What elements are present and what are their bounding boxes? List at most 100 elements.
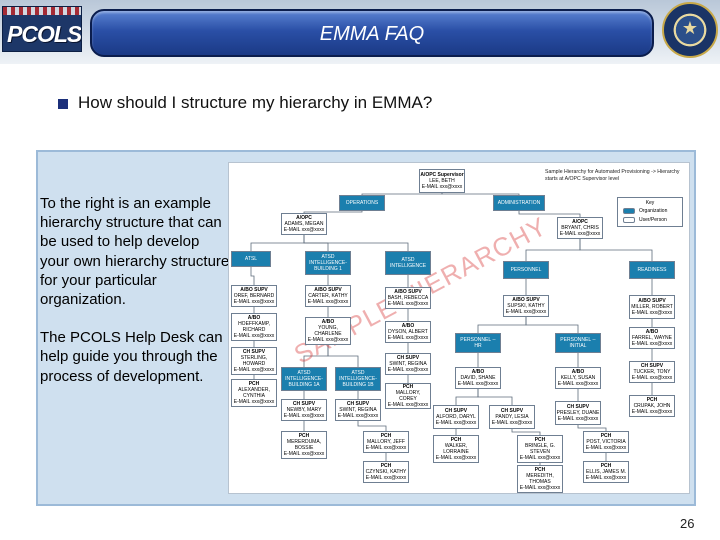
chart-connector-lines bbox=[250, 193, 653, 465]
node-text-line: PCH bbox=[450, 437, 462, 443]
node-text-line: E-MAIL xxx@xxxx bbox=[307, 337, 349, 343]
connector-line bbox=[477, 317, 527, 333]
node-text-line: PCH bbox=[646, 397, 658, 403]
key-person-swatch bbox=[623, 217, 635, 223]
node-text-line: E-MAIL xxx@xxxx bbox=[435, 420, 477, 426]
node-text-line: A/BO bbox=[645, 329, 659, 335]
node-text-line: A/BO SUPV bbox=[512, 297, 540, 303]
node-text-line: BUILDING 1 bbox=[314, 266, 342, 272]
node-text-line: MALLORY, bbox=[395, 390, 421, 396]
node-text-line: FARREL, WAYNE bbox=[631, 335, 672, 341]
node-text-line: CH SUPV bbox=[640, 363, 664, 369]
node-text-line: BOSSIE bbox=[294, 445, 314, 451]
connector-line bbox=[303, 235, 409, 251]
key-title: Key bbox=[645, 200, 655, 206]
node-text-line: SWINT, REGINA bbox=[389, 361, 427, 367]
connector-line bbox=[441, 193, 520, 195]
explanation-paragraph-2: The PCOLS Help Desk can help guide you t… bbox=[40, 329, 223, 385]
page-title: EMMA FAQ bbox=[319, 23, 425, 45]
node-text-line: CARTER, KATHY bbox=[308, 293, 348, 299]
node-text-line: E-MAIL xxx@xxxx bbox=[365, 475, 407, 481]
node-text-line: E-MAIL xxx@xxxx bbox=[519, 455, 561, 461]
node-text-line: E-MAIL xxx@xxxx bbox=[585, 475, 627, 481]
key-org-swatch bbox=[623, 208, 635, 214]
node-text-line: ATSD bbox=[321, 254, 335, 260]
node-text-line: A/OPC bbox=[572, 219, 588, 225]
node-text-line: E-MAIL xxx@xxxx bbox=[557, 381, 599, 387]
node-text-line: CRUPAK, JOHN bbox=[633, 403, 671, 409]
connector-line bbox=[303, 211, 363, 213]
node-text-line: SUPSKI, KATHY bbox=[507, 303, 545, 309]
chart-key: Key Organization User/Person bbox=[617, 197, 683, 227]
node-text-line: INTELLIGENCE- bbox=[285, 376, 323, 382]
node-text-line: STERLING, bbox=[240, 355, 268, 361]
node-text-line: E-MAIL xxx@xxxx bbox=[387, 367, 429, 373]
node-text-line: PANDY, LESIA bbox=[495, 414, 529, 420]
node-text-line: PCH bbox=[534, 437, 546, 443]
node-text-line: STEVEN bbox=[529, 449, 550, 455]
hierarchy-chart: Sample Hierarchy for Automated Provision… bbox=[228, 162, 690, 494]
node-text-line: DYSON, ALBERT bbox=[388, 329, 428, 335]
org-node-readiness: READINESS bbox=[629, 261, 675, 279]
node-text-line: BASH, REBECCA bbox=[387, 295, 429, 301]
node-text-line: RICHARD bbox=[242, 327, 266, 333]
node-text-line: E-MAIL xxx@xxxx bbox=[337, 413, 379, 419]
eagle-icon: ★ bbox=[681, 18, 699, 38]
node-text-line: CHARLENE bbox=[314, 331, 342, 337]
node-text-line: OREF, BERNARD bbox=[233, 293, 275, 299]
node-text-line: CZYNSKI, KATHY bbox=[365, 469, 407, 475]
node-text-line: OPERATIONS bbox=[345, 200, 379, 206]
key-person-label: User/Person bbox=[639, 217, 667, 223]
node-text-line: A/BO SUPV bbox=[240, 287, 268, 293]
node-text-line: BUILDING 1B bbox=[342, 382, 374, 388]
node-text-line: BRYANT, CHRIS bbox=[561, 225, 599, 231]
node-text-line: ADAMS, MEGAN bbox=[284, 221, 324, 227]
pcols-logo: PCOLS bbox=[2, 6, 82, 52]
node-text-line: E-MAIL xxx@xxxx bbox=[387, 301, 429, 307]
connector-line bbox=[250, 235, 305, 251]
node-text-line: A/BO bbox=[321, 319, 335, 325]
node-text-line: E-MAIL xxx@xxxx bbox=[365, 445, 407, 451]
node-text-line: A/BO SUPV bbox=[394, 289, 422, 295]
node-text-line: ALEXANDER, bbox=[238, 387, 270, 393]
connector-line bbox=[327, 345, 359, 367]
node-text-line: COREY bbox=[399, 396, 417, 402]
node-text-line: CH SUPV bbox=[500, 408, 524, 414]
connector-line bbox=[511, 429, 541, 435]
node-text-line: MALLORY, JEFF bbox=[367, 439, 405, 445]
org-node-administration: ADMINISTRATION bbox=[493, 195, 545, 211]
node-text-line: BRINGLE, G. bbox=[524, 443, 555, 449]
explanation-text: To the right is an example hierarchy str… bbox=[40, 194, 230, 405]
node-text-line: PERSONNEL bbox=[510, 267, 542, 273]
node-text-line: E-MAIL xxx@xxxx bbox=[631, 409, 673, 415]
node-text-line: ATSD bbox=[297, 370, 311, 376]
node-text-line: PCH bbox=[380, 433, 392, 439]
node-text-line: E-MAIL xxx@xxxx bbox=[283, 413, 325, 419]
node-text-line: NEWBY, MARY bbox=[286, 407, 322, 413]
bullet-square-icon bbox=[58, 99, 68, 109]
node-text-line: E-MAIL xxx@xxxx bbox=[307, 299, 349, 305]
node-text-line: ALFORD, DARYL bbox=[436, 414, 476, 420]
connector-line bbox=[525, 317, 579, 333]
node-text-line: E-MAIL xxx@xxxx bbox=[233, 333, 275, 339]
node-text-line: PRESLEY, DUANE bbox=[556, 410, 600, 416]
node-text-line: ADMINISTRATION bbox=[497, 200, 541, 206]
connector-line bbox=[518, 211, 581, 217]
org-node-operations: OPERATIONS bbox=[339, 195, 385, 211]
node-text-line: MILLER, ROBERT bbox=[631, 304, 673, 310]
logo-text: PCOLS bbox=[7, 21, 82, 47]
